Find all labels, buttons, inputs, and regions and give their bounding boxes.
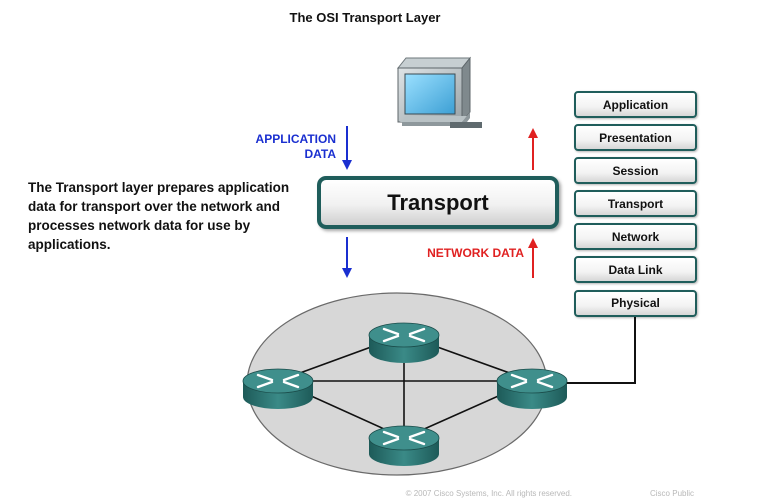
classification-footer: Cisco Public: [650, 489, 695, 498]
transport-layer-box-label: Transport: [387, 189, 489, 215]
osi-layer-transport: Transport: [574, 190, 697, 218]
router-icon-bottom: [368, 425, 440, 466]
application-data-label-line1: APPLICATION: [255, 132, 336, 146]
copyright-footer: © 2007 Cisco Systems, Inc. All rights re…: [405, 489, 572, 498]
router-icon-right: [496, 368, 568, 409]
transport-layer-box: Transport: [317, 176, 559, 229]
router-icon-left: [242, 368, 314, 409]
osi-layer-network: Network: [574, 223, 697, 251]
osi-layer-session: Session: [574, 157, 697, 185]
transport-description: The Transport layer prepares application…: [28, 180, 290, 252]
osi-layer-physical: Physical: [574, 289, 697, 317]
application-data-label-line2: DATA: [304, 147, 336, 161]
network-data-up-arrow-bottom: [528, 238, 538, 278]
network-data-up-arrow-top: [528, 128, 538, 170]
application-data-label: APPLICATION DATA: [220, 132, 336, 162]
application-data-down-arrow-top: [342, 126, 352, 170]
network-data-label: NETWORK DATA: [427, 246, 524, 260]
router-icon-top: [368, 322, 440, 363]
diagram-title: The OSI Transport Layer: [289, 10, 441, 25]
application-data-down-arrow-bottom: [342, 237, 352, 278]
osi-layer-data-link: Data Link: [574, 256, 697, 284]
physical-link-line: [565, 317, 636, 384]
osi-layer-application: Application: [574, 91, 697, 118]
osi-layer-stack: Application Presentation Session Transpo…: [574, 91, 697, 323]
computer-icon: [396, 56, 482, 128]
osi-layer-presentation: Presentation: [574, 124, 697, 152]
